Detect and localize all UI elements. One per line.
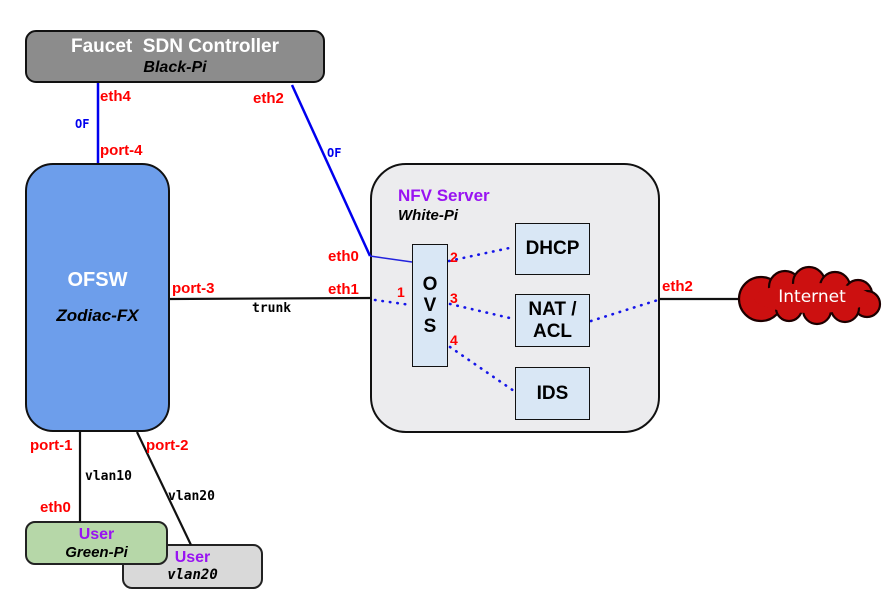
user-green-hostname: Green-Pi xyxy=(65,543,128,561)
controller-title: Faucet SDN Controller xyxy=(71,36,279,57)
controller-hostname: Black-Pi xyxy=(143,59,207,76)
nat-label-line1: NAT / xyxy=(528,298,577,320)
label-of-right: OF xyxy=(327,146,342,160)
user-green-title: User xyxy=(78,525,115,543)
ovs-letter-o: O xyxy=(422,274,438,295)
node-sdn-controller: Faucet SDN Controller Black-Pi xyxy=(25,30,325,83)
nfv-hostname: White-Pi xyxy=(398,207,458,224)
of-link-controller-nfv xyxy=(290,84,372,257)
label-eth1: eth1 xyxy=(328,281,359,298)
switch-hostname: Zodiac-FX xyxy=(56,306,139,325)
node-openflow-switch: OFSW Zodiac-FX xyxy=(25,163,170,432)
label-trunk: trunk xyxy=(252,301,292,316)
label-eth0-nfv: eth0 xyxy=(328,248,359,265)
label-ovs-port-4: 4 xyxy=(450,332,458,348)
trunk-link-ofsw-nfv xyxy=(169,296,373,301)
label-of-left: OF xyxy=(75,117,90,131)
label-ovs-port-3: 3 xyxy=(450,290,458,306)
switch-title: OFSW xyxy=(67,269,128,291)
label-port1: port-1 xyxy=(30,437,73,454)
nfv-title: NFV Server xyxy=(398,186,490,205)
nat-label-line2: ACL xyxy=(532,320,573,342)
node-ovs: O V S xyxy=(412,244,448,367)
ids-label: IDS xyxy=(536,382,569,404)
label-vlan10: vlan10 xyxy=(85,469,132,484)
ovs-letter-s: S xyxy=(423,316,437,337)
label-port2: port-2 xyxy=(146,437,189,454)
label-ovs-port-2: 2 xyxy=(450,249,458,265)
node-ids-service: IDS xyxy=(515,367,590,420)
label-eth0-user: eth0 xyxy=(40,499,71,516)
label-vlan20: vlan20 xyxy=(168,489,215,504)
label-ovs-port-1: 1 xyxy=(397,284,405,300)
label-eth4: eth4 xyxy=(100,88,131,105)
dhcp-label: DHCP xyxy=(525,238,580,259)
label-eth2-top: eth2 xyxy=(253,90,284,107)
internet-label: Internet xyxy=(778,287,846,307)
label-port4: port-4 xyxy=(100,142,143,159)
node-dhcp-service: DHCP xyxy=(515,223,590,275)
user-gray-title: User xyxy=(174,549,211,566)
node-user-green-pi: User Green-Pi xyxy=(25,521,168,565)
user-gray-subtitle: vlan20 xyxy=(167,567,218,583)
label-port3: port-3 xyxy=(172,280,215,297)
label-eth2-right: eth2 xyxy=(662,278,693,295)
node-nat-acl-service: NAT / ACL xyxy=(515,294,590,347)
ovs-letter-v: V xyxy=(423,295,437,316)
